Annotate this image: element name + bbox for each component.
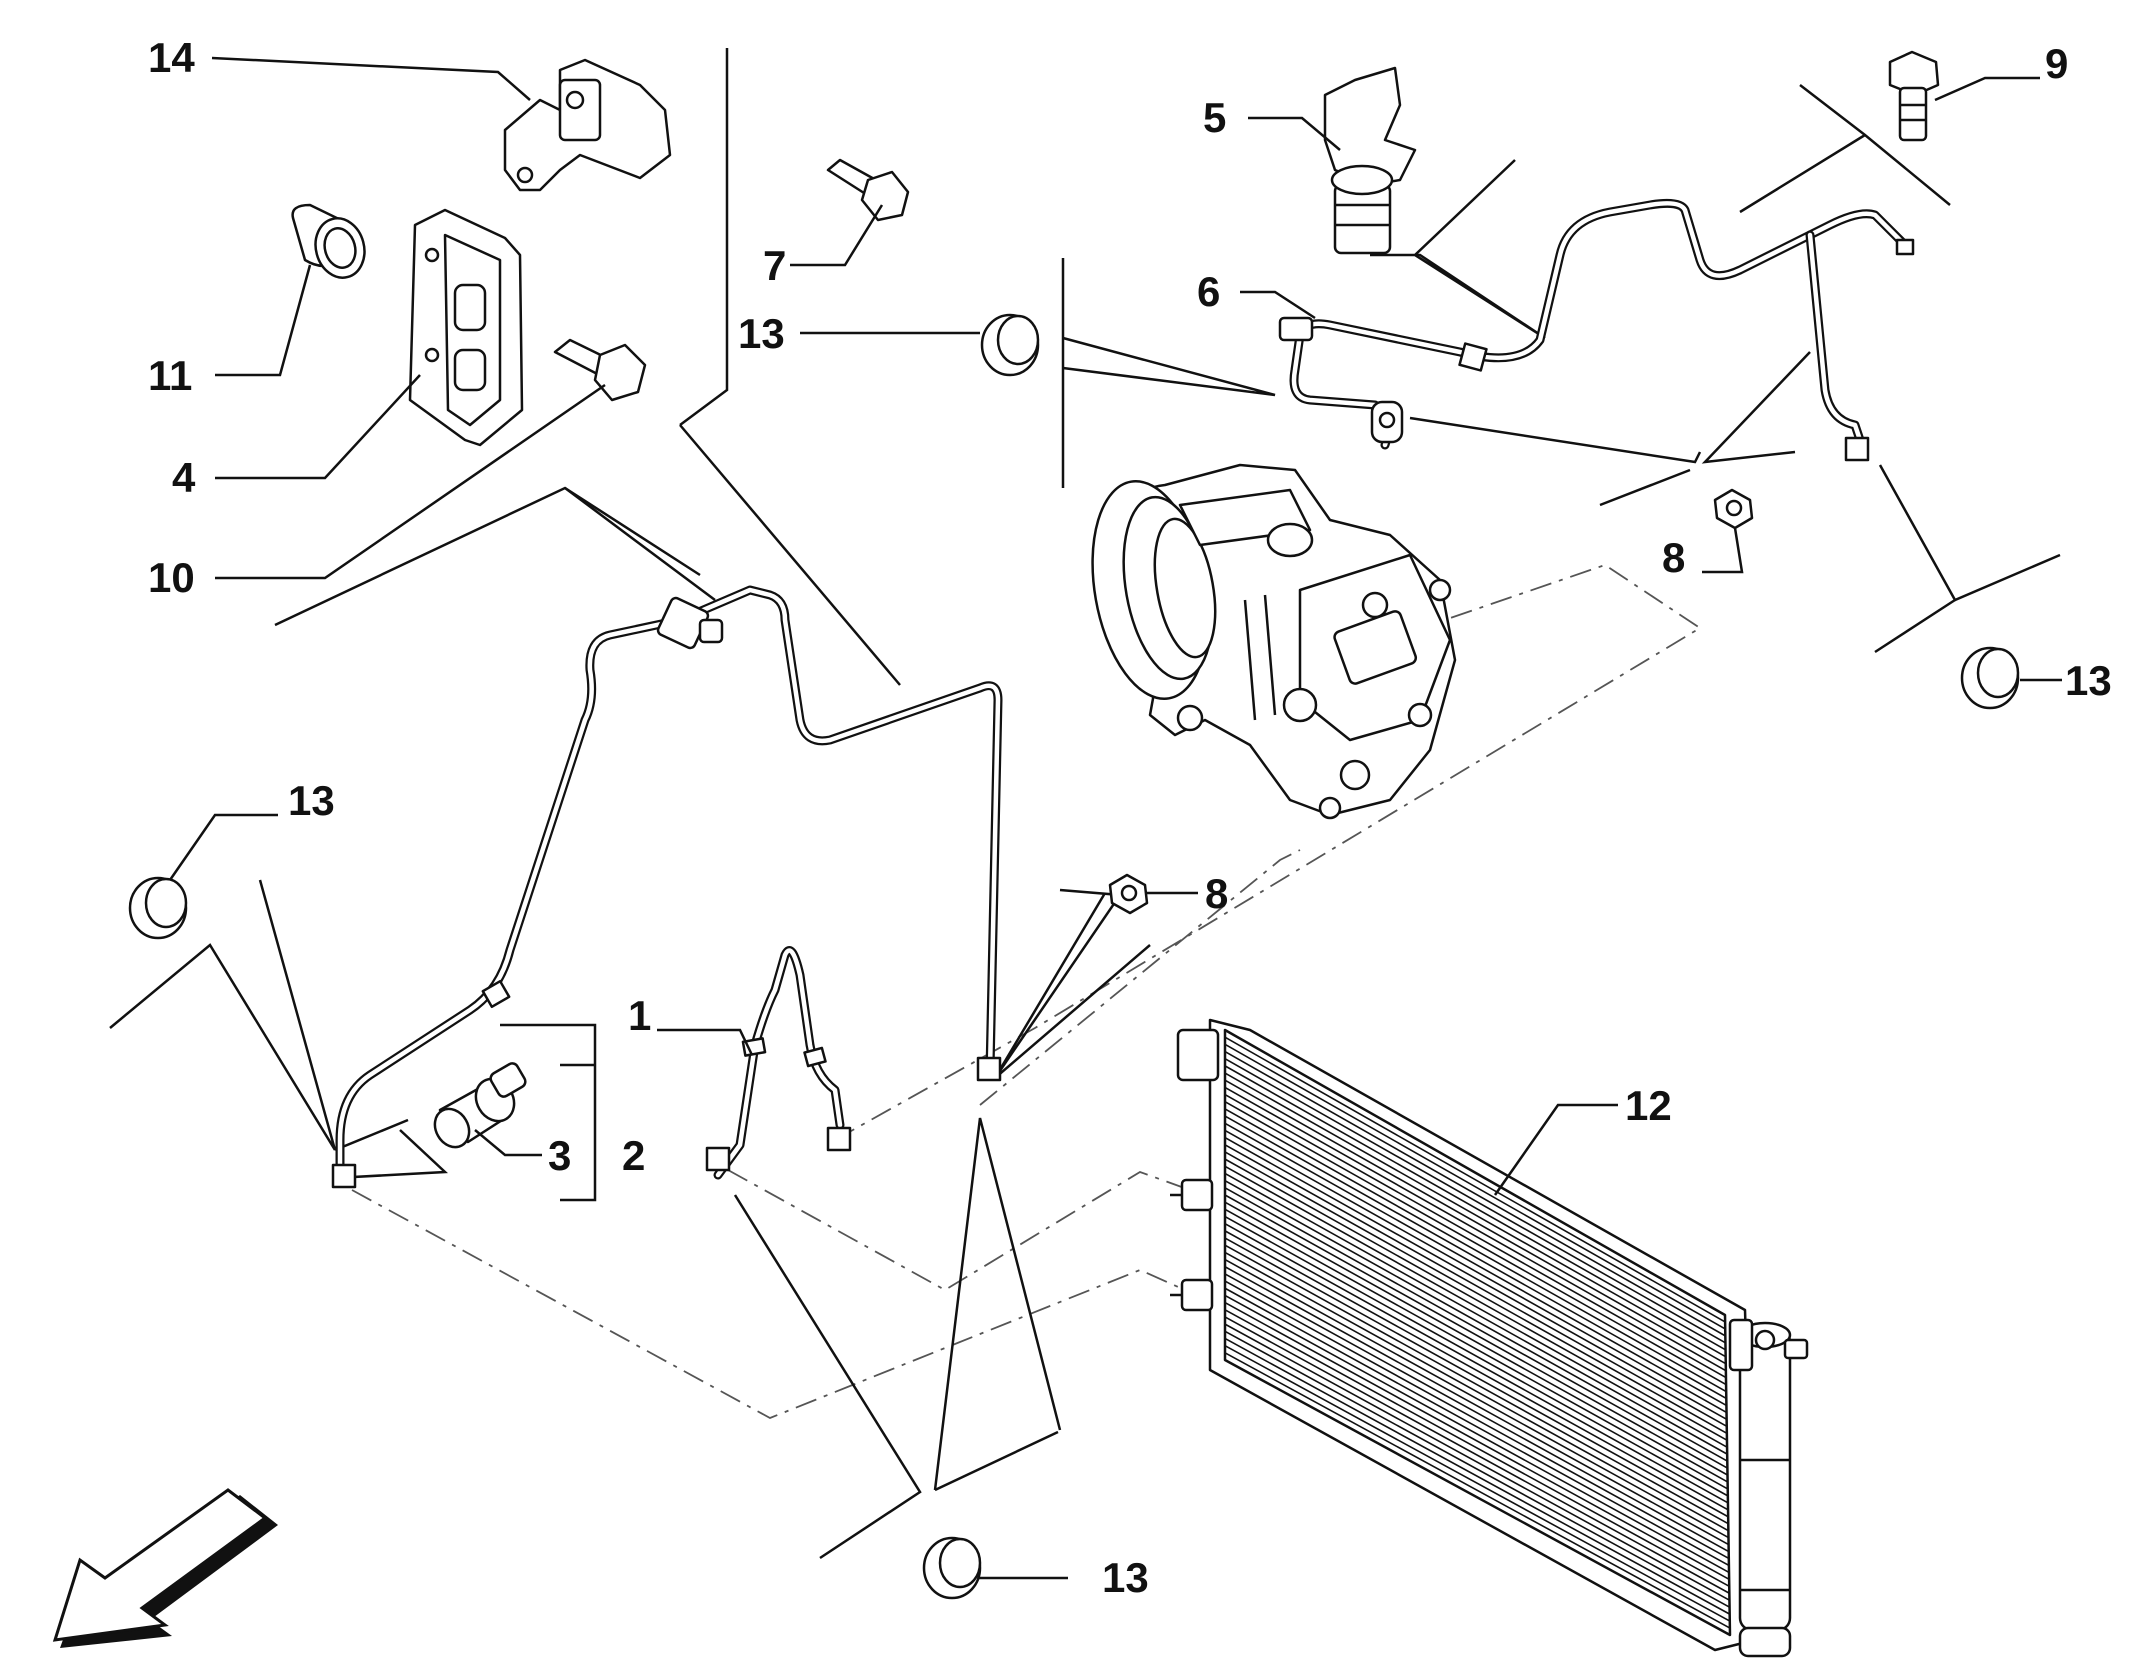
pressure-switch-part-3 (433, 1062, 527, 1149)
callout-5: 5 (1203, 94, 1226, 141)
callout-10: 10 (148, 554, 195, 601)
condenser-part-12 (1170, 1018, 1809, 1658)
condenser-fin (1224, 1237, 1729, 1518)
bracket-lines (109, 48, 2061, 1560)
callout-1: 1 (628, 992, 651, 1039)
condenser-fin (1224, 1187, 1728, 1469)
condenser-fin (1224, 1093, 1727, 1379)
condenser-fin (1224, 1258, 1729, 1539)
condenser-fin (1224, 1115, 1727, 1400)
condenser-fin (1224, 1215, 1729, 1497)
seal-ring-upper (980, 313, 1040, 377)
condenser-fin (1224, 1222, 1729, 1504)
condenser-fin (1224, 1144, 1728, 1428)
condenser-fin (1224, 1273, 1730, 1553)
condenser-fin (1224, 1043, 1726, 1330)
callout-9: 9 (2045, 40, 2068, 87)
condenser-fin (1224, 1316, 1730, 1594)
condenser-fin (1224, 1108, 1727, 1393)
condenser-fin (1224, 1065, 1726, 1351)
callout-12: 12 (1625, 1082, 1672, 1129)
condenser-fin (1224, 1101, 1727, 1386)
pressure-line-part-1 (705, 946, 852, 1180)
clip-part-14 (503, 58, 672, 192)
bracket-part-4 (408, 208, 524, 447)
callout-13-right: 13 (2065, 657, 2112, 704)
bolt-part-9 (1888, 50, 1940, 142)
condenser-fin (1224, 1072, 1727, 1358)
condenser-fin (1224, 1129, 1727, 1414)
callout-3: 3 (548, 1132, 571, 1179)
condenser-fin (1224, 1287, 1730, 1567)
condenser-fin (1224, 1323, 1730, 1601)
callout-13-upper: 13 (738, 310, 785, 357)
callout-13-bottom: 13 (1102, 1554, 1149, 1601)
condenser-fins (1224, 1036, 1731, 1629)
condenser-fin (1224, 1194, 1728, 1476)
callout-6: 6 (1197, 268, 1220, 315)
condenser-fin (1224, 1057, 1726, 1344)
callout-2: 2 (622, 1132, 645, 1179)
seal-ring-left (128, 876, 188, 940)
sensor-part-5 (1323, 66, 1417, 255)
callout-11: 11 (148, 352, 192, 399)
condenser-fin (1224, 1079, 1727, 1365)
callout-labels: 14 11 4 10 7 13 5 6 9 8 13 8 12 13 1 3 2… (148, 34, 2112, 1601)
condenser-fin (1224, 1172, 1728, 1455)
seal-ring-bottom (922, 1536, 982, 1600)
leader-lines (168, 56, 2062, 1580)
nut-middle (1108, 873, 1149, 915)
condenser-fin (1224, 1251, 1729, 1532)
plug-part-11 (291, 203, 366, 279)
condenser-fin (1224, 1122, 1727, 1407)
condenser-fin (1224, 1165, 1728, 1448)
discharge-hose (1278, 198, 1915, 462)
condenser-fin (1224, 1208, 1729, 1490)
callout-7: 7 (763, 242, 786, 289)
condenser-fin (1224, 1344, 1731, 1622)
callout-4: 4 (172, 454, 196, 501)
condenser-fin (1224, 1230, 1729, 1511)
seals-and-nuts (128, 313, 2020, 1600)
callout-8-right: 8 (1662, 534, 1685, 581)
condenser-fin (1224, 1352, 1731, 1629)
condenser-fin (1224, 1337, 1731, 1615)
nut-right (1713, 488, 1754, 530)
compressor (1091, 463, 1457, 820)
condenser-fin (1224, 1309, 1730, 1588)
condenser-fin (1224, 1280, 1730, 1560)
seal-ring-right (1960, 646, 2020, 710)
condenser-fin (1224, 1330, 1730, 1608)
condenser-fin (1224, 1179, 1728, 1462)
callout-8-middle: 8 (1205, 870, 1228, 917)
reference-lines (351, 564, 1702, 1419)
condenser-fin (1224, 1151, 1728, 1434)
condenser-fin (1224, 1266, 1729, 1546)
condenser-fin (1224, 1301, 1730, 1581)
condenser-fin (1224, 1050, 1726, 1337)
liquid-line (331, 585, 1003, 1189)
bolt-part-7 (826, 158, 910, 222)
condenser-fin (1224, 1136, 1728, 1421)
condenser-fin (1224, 1158, 1728, 1441)
condenser-fin (1224, 1036, 1726, 1323)
front-direction-arrow-icon (52, 1488, 278, 1648)
condenser-fin (1224, 1294, 1730, 1574)
callout-13-left: 13 (288, 777, 335, 824)
bolt-part-10 (553, 338, 647, 402)
condenser-fin (1224, 1244, 1729, 1525)
condenser-fin (1224, 1086, 1727, 1372)
callout-14: 14 (148, 34, 195, 81)
condenser-fin (1224, 1201, 1728, 1483)
